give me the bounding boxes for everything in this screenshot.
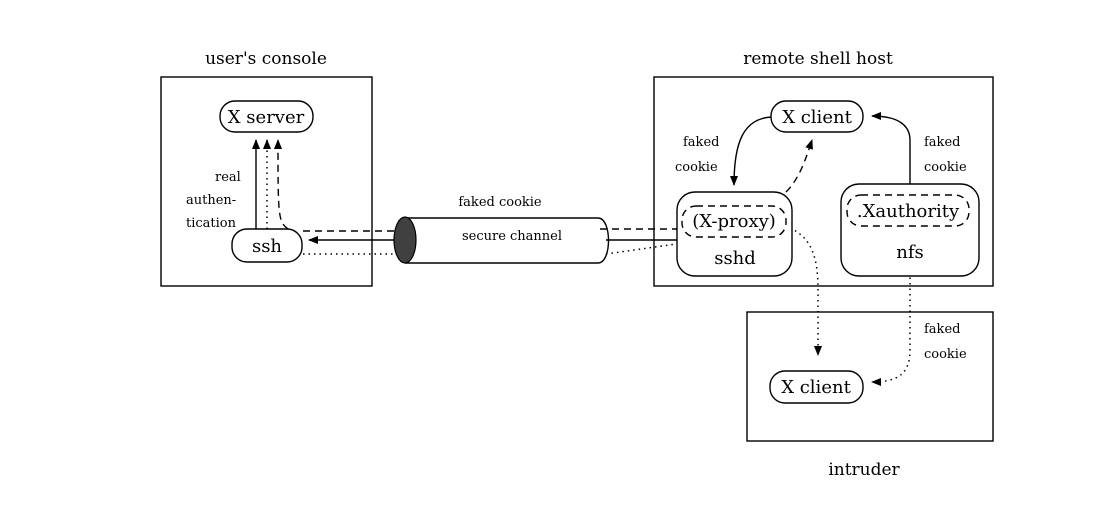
x-proxy-node <box>681 205 787 238</box>
remote-shell-host-title: remote shell host <box>743 49 893 69</box>
proxy-to-xclient-dashed <box>785 139 813 193</box>
real-auth-label-2: authen- <box>186 193 236 208</box>
proxy-to-intruder-dotted <box>789 227 822 356</box>
x-client-intruder-label: X client <box>781 377 851 398</box>
xauthority-node <box>846 194 970 227</box>
faked-label-1: faked <box>683 135 719 150</box>
intruder-box <box>746 311 994 442</box>
cookie-label-2: cookie <box>924 160 967 175</box>
users-console-box <box>160 76 373 287</box>
x-proxy-label: (X-proxy) <box>692 211 776 232</box>
sshd-node <box>676 191 793 277</box>
remote-shell-host-box <box>653 76 994 287</box>
intruder-title: intruder <box>828 460 900 480</box>
x-client-intruder-node <box>769 370 864 404</box>
xauthority-to-xclient-solid <box>871 112 911 184</box>
users-console-title: user's console <box>205 49 327 69</box>
real-auth-label-3: tication <box>186 216 237 231</box>
cookie-label-1: cookie <box>675 160 718 175</box>
xclient-to-proxy-solid <box>730 116 775 186</box>
faked-label-2: faked <box>924 135 960 150</box>
x-client-remote-label: X client <box>782 107 852 128</box>
nfs-node <box>840 183 980 277</box>
x-server-node <box>219 100 314 133</box>
faked-label-3: faked <box>924 322 960 337</box>
nfs-label: nfs <box>896 242 924 263</box>
secure-channel-tunnel <box>393 216 610 264</box>
real-auth-label-1: real <box>215 170 241 185</box>
cookie-label-3: cookie <box>924 347 967 362</box>
x-client-remote-node <box>770 100 864 133</box>
faked-cookie-channel-label: faked cookie <box>458 195 542 210</box>
real-auth-dashed-line <box>274 139 289 230</box>
x-server-label: X server <box>228 107 305 128</box>
sshd-label: sshd <box>714 248 756 269</box>
ssh-label: ssh <box>252 236 282 257</box>
secure-channel-label: secure channel <box>462 229 562 244</box>
ssh-node <box>231 228 303 263</box>
xauthority-label: .Xauthority <box>857 201 960 222</box>
tunnel-entry-ellipse <box>393 216 417 264</box>
nfs-to-intruder-dotted <box>871 272 911 386</box>
